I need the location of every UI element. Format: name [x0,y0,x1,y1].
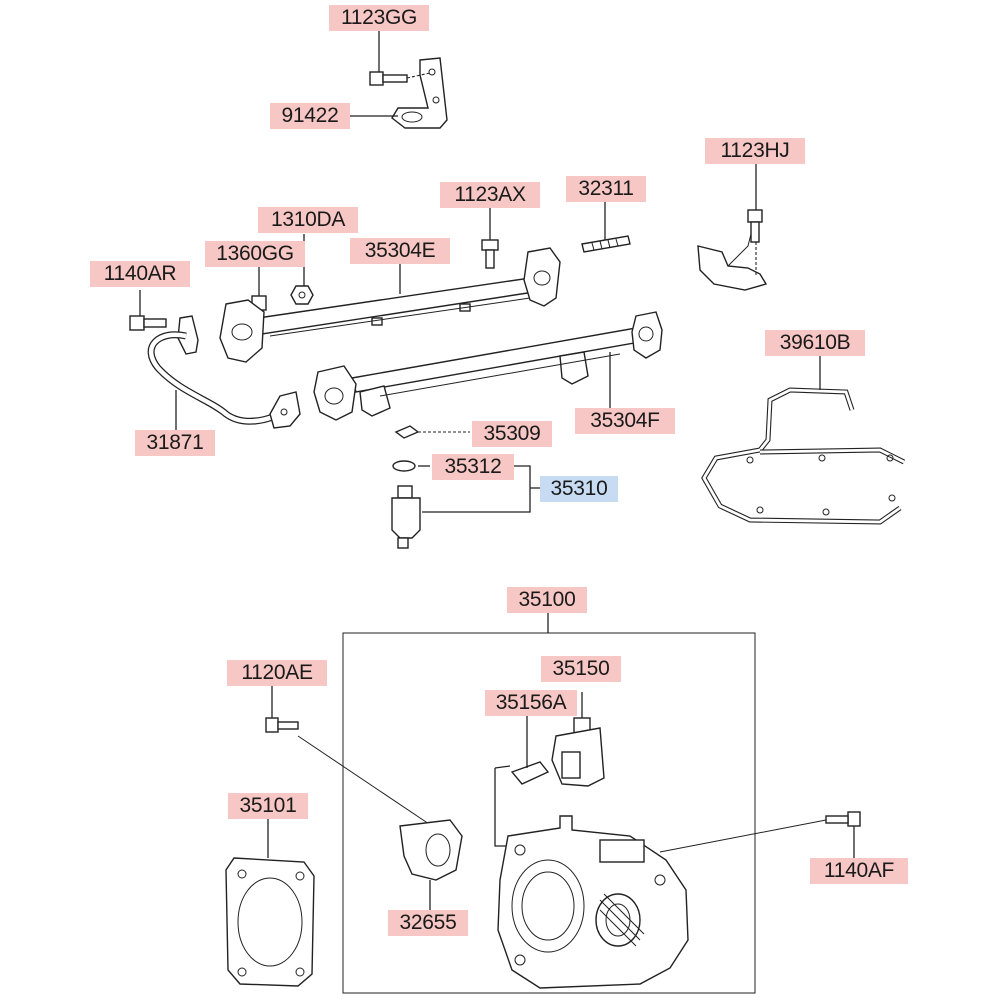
bolt-1123gg-drawing [369,71,408,86]
label-35150[interactable]: 35150 [541,656,621,682]
label-1123hj[interactable]: 1123HJ [705,138,805,164]
label-35310[interactable]: 35310 [540,476,618,502]
bolt-1140af-drawing [825,811,861,827]
label-35312[interactable]: 35312 [432,454,514,480]
throttle-body-assembly-box [342,632,756,994]
gasket-35156a-drawing [510,761,550,785]
throttle-body-drawing [497,815,689,989]
bracket-91422-drawing [391,57,448,129]
label-35304f[interactable]: 35304F [575,408,675,434]
label-35101[interactable]: 35101 [228,793,308,819]
pipe-31871-drawing [147,315,301,429]
label-35309[interactable]: 35309 [472,421,552,447]
fuel-rail-35304e-drawing [219,247,561,363]
sensor-32655-drawing [399,819,463,881]
bolt-1123hj-drawing [747,209,763,243]
label-1310da[interactable]: 1310DA [258,207,358,233]
sensor-35310-drawing [391,485,421,549]
bolt-1123ax-drawing [481,239,499,269]
bolt-1120ae-drawing [265,717,299,733]
label-32655[interactable]: 32655 [388,910,468,936]
label-91422[interactable]: 91422 [270,103,350,129]
label-35100[interactable]: 35100 [507,587,587,613]
label-1123ax[interactable]: 1123AX [440,182,540,208]
label-1360gg[interactable]: 1360GG [205,241,305,267]
fuel-rail-35304f-drawing [313,311,663,421]
label-35304e[interactable]: 35304E [350,238,450,264]
label-35156a[interactable]: 35156A [485,690,577,716]
nut-1310da-drawing [290,285,314,305]
actuator-35150-drawing [551,717,605,787]
label-1140ar[interactable]: 1140AR [90,261,190,287]
clip-35309-drawing [394,425,470,439]
harness-39610b-drawing [701,387,906,525]
label-32311[interactable]: 32311 [566,176,646,202]
label-1120ae[interactable]: 1120AE [227,660,327,686]
oring-35312-drawing [392,460,416,472]
stud-32311-drawing [581,235,631,253]
label-39610b[interactable]: 39610B [765,330,865,356]
label-31871[interactable]: 31871 [135,430,215,456]
bolt-1140ar-drawing [129,315,167,331]
gasket-35101-drawing [225,857,315,987]
label-1140af[interactable]: 1140AF [810,858,908,884]
label-1123gg[interactable]: 1123GG [329,5,429,31]
bracket-1123hj-drawing [697,229,768,291]
